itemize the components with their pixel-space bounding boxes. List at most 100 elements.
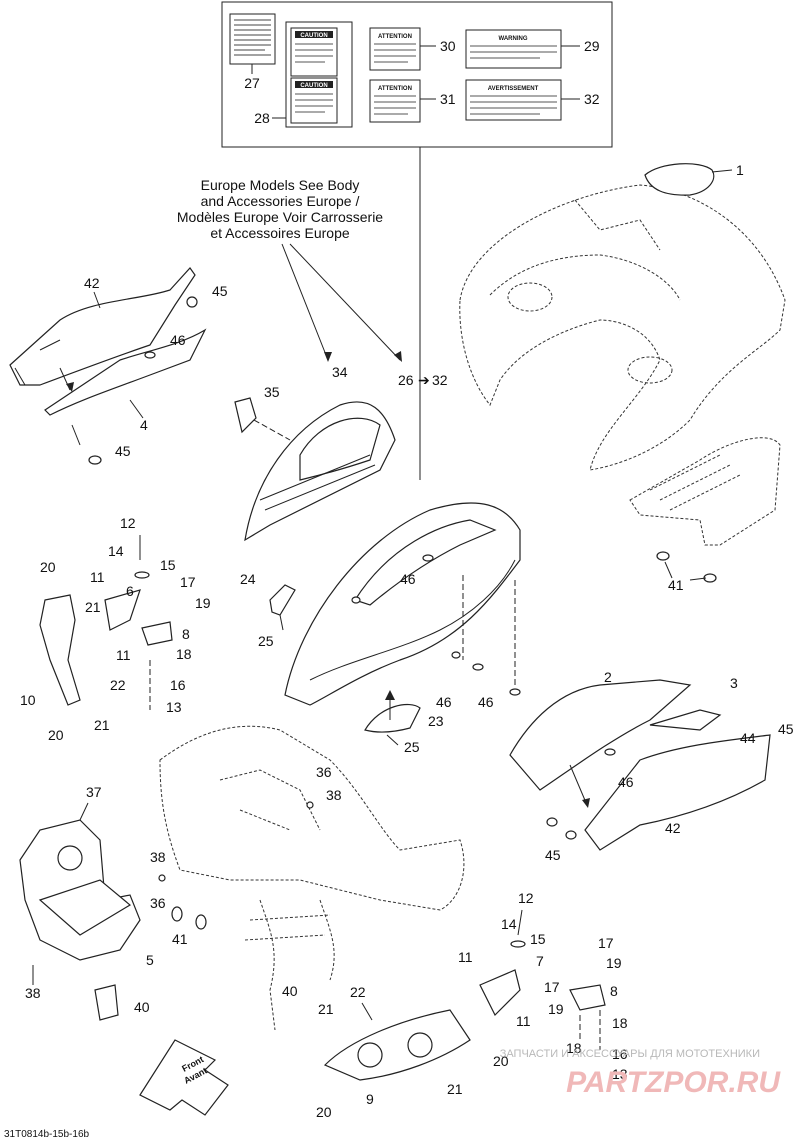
callout-25-lower: 25 xyxy=(404,739,420,755)
watermark-brand: PARTZPOR.RU xyxy=(566,1066,781,1099)
headlight-bezel-10 xyxy=(39,594,81,706)
left-footrest-4 xyxy=(44,328,207,416)
callout-11-lower-a: 11 xyxy=(458,949,473,965)
callout-17-lower-b: 17 xyxy=(544,979,560,995)
range-to: 32 xyxy=(432,372,448,388)
callout-21-upper-b: 21 xyxy=(94,717,110,733)
cap-34 xyxy=(234,397,257,434)
callout-10: 10 xyxy=(20,692,36,708)
decal-30 xyxy=(369,27,421,71)
callout-22-upper: 22 xyxy=(110,677,126,693)
bracket-39 xyxy=(94,984,119,1021)
callout-30: 30 xyxy=(440,38,456,54)
callout-36: 37 xyxy=(86,784,102,800)
callout-45-right: 46 xyxy=(618,774,634,790)
callout-12-upper: 12 xyxy=(120,515,136,531)
callout-18-lower-a: 18 xyxy=(612,1015,628,1031)
callout-20-lower-b: 20 xyxy=(316,1104,332,1120)
europe-note-line1: Europe Models See Body xyxy=(201,177,360,193)
callout-1: 1 xyxy=(736,162,744,178)
drawing-code: 31T0814b-15b-16b xyxy=(4,1129,90,1140)
rear-pad-part xyxy=(644,163,715,196)
left-side-panel-42 xyxy=(9,267,196,386)
fastener-46-lower xyxy=(451,651,461,659)
callout-13-upper: 13 xyxy=(166,699,182,715)
callout-4: 4 xyxy=(140,417,148,433)
callout-45-center: 46 xyxy=(400,571,416,587)
decal-32-title: AVERTISSEMENT xyxy=(488,86,539,92)
europe-note-line2: and Accessories Europe / xyxy=(201,193,360,209)
callout-21-upper-a: 21 xyxy=(85,599,101,615)
fastener-45-lower-b xyxy=(509,688,521,696)
callout-44-bottom: 45 xyxy=(115,443,131,459)
callout-12-lower: 12 xyxy=(518,890,534,906)
callout-41: 42 xyxy=(665,820,681,836)
callout-2: 2 xyxy=(604,669,612,685)
callout-16-upper: 16 xyxy=(170,677,186,693)
decal-caution-upper-title: CAUTION xyxy=(300,33,327,39)
grommet-40-left-a xyxy=(171,906,183,922)
decal-27 xyxy=(229,13,276,65)
callout-19-lower-a: 19 xyxy=(606,955,622,971)
fastener-45-lower-a xyxy=(472,663,484,671)
fastener-45-right xyxy=(604,748,616,756)
callout-17-upper: 17 xyxy=(180,574,196,590)
rear-rack-part xyxy=(629,437,781,546)
callout-18-upper: 18 xyxy=(176,646,192,662)
cover-3 xyxy=(649,709,722,731)
callout-13-lower: 13 xyxy=(612,1066,628,1082)
callout-11-upper-b: 11 xyxy=(116,647,131,663)
callout-15-upper: 15 xyxy=(160,557,176,573)
fastener-44-top xyxy=(186,296,198,308)
callout-45-lower-b: 46 xyxy=(478,694,494,710)
range-from: 26 xyxy=(398,372,414,388)
callout-39-right: 40 xyxy=(282,983,298,999)
callout-21-lower-b: 21 xyxy=(447,1081,463,1097)
callout-19-upper: 19 xyxy=(195,595,211,611)
fastener-45-center xyxy=(422,554,434,562)
decal-31-title: ATTENTION xyxy=(378,86,412,92)
right-side-panel-2 xyxy=(509,679,692,791)
callout-45-left: 46 xyxy=(170,332,186,348)
right-footrest-41 xyxy=(584,734,771,851)
fastener-44-right-b xyxy=(565,830,577,840)
callout-31: 31 xyxy=(440,91,456,107)
decal-caution-lower-title: CAUTION xyxy=(300,83,327,89)
callout-35-upper: 36 xyxy=(316,764,332,780)
front-direction-arrow: Front Avant xyxy=(139,1039,229,1116)
bracket-7 xyxy=(479,969,521,1017)
note-arrow-26-32 xyxy=(289,243,401,361)
washer-15-lower xyxy=(510,940,526,948)
callout-16-lower: 16 xyxy=(612,1046,628,1062)
callout-24: 24 xyxy=(240,571,256,587)
callout-14-upper: 14 xyxy=(108,543,124,559)
fastener-44-right-a xyxy=(546,817,558,827)
grommet-40-left-b xyxy=(195,914,207,930)
fastener-45-left xyxy=(144,351,156,359)
fastener-46-upper xyxy=(351,596,361,604)
callout-20-upper-b: 20 xyxy=(48,727,64,743)
callout-3: 3 xyxy=(730,675,738,691)
callout-23: 23 xyxy=(428,713,444,729)
decal-kit-frame xyxy=(221,1,613,148)
callout-7: 7 xyxy=(536,953,544,969)
callout-11-lower-b: 11 xyxy=(516,1013,531,1029)
europe-note-line4: et Accessoires Europe xyxy=(210,225,350,241)
callout-37: 38 xyxy=(25,985,41,1001)
decal-30-title: ATTENTION xyxy=(378,34,412,40)
callout-40-left: 41 xyxy=(172,931,188,947)
callout-17-lower-a: 17 xyxy=(598,935,614,951)
front-fender-cover xyxy=(284,502,521,706)
bracket-8 xyxy=(141,621,173,646)
callout-19-lower-b: 19 xyxy=(548,1001,564,1017)
callout-25-upper: 25 xyxy=(258,633,274,649)
callout-34: 35 xyxy=(264,384,280,400)
callout-39-left: 40 xyxy=(134,999,150,1015)
callout-43: 44 xyxy=(740,730,756,746)
callout-11-upper-a: 11 xyxy=(90,569,105,585)
callout-29: 29 xyxy=(584,38,600,54)
washer-15-upper xyxy=(134,571,150,579)
callout-33: 34 xyxy=(332,364,348,380)
rear-fender-part xyxy=(459,184,786,471)
